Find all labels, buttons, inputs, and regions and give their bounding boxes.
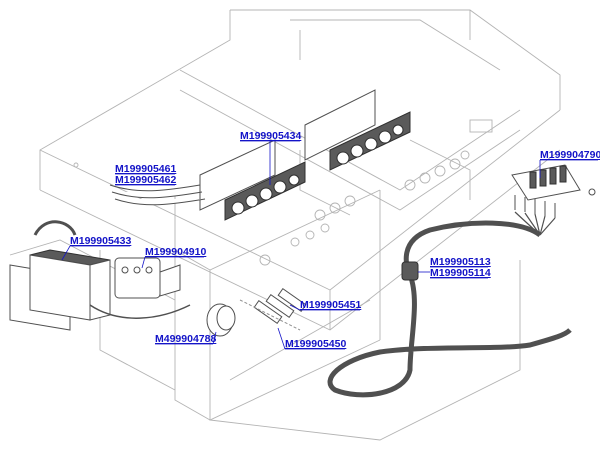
fuses [239, 287, 307, 331]
part-label-cable-1[interactable]: M199905461 [115, 163, 177, 175]
transformer [9, 220, 191, 331]
switch-panel-left [199, 139, 306, 221]
part-label-fuse-holder[interactable]: M199905451 [300, 299, 362, 311]
cable-gland [401, 261, 419, 281]
part-label-cable-gland-2[interactable]: M199905114 [430, 267, 491, 279]
part-label-cable-2[interactable]: M199905462 [115, 174, 177, 186]
part-label-switch-panel[interactable]: M199905434 [240, 130, 302, 142]
leader-lines [61, 140, 598, 350]
part-label-cable-gland-1[interactable]: M199905113 [430, 256, 491, 268]
part-label-rotary-switch[interactable]: M199904910 [145, 246, 207, 258]
switch-panel-right [304, 89, 411, 171]
part-label-transformer[interactable]: M199905433 [70, 235, 132, 247]
rotary-switch [114, 257, 181, 299]
power-cable [327, 220, 572, 398]
cable-wires-top [514, 211, 556, 236]
knob [206, 303, 236, 337]
ribbon-cables [109, 184, 206, 206]
part-label-terminal-block[interactable]: M199904790 [540, 149, 600, 161]
terminal-block [511, 164, 596, 218]
part-label-fuse[interactable]: M199905450 [285, 338, 347, 350]
part-label-knob[interactable]: M499904788 [155, 333, 217, 345]
